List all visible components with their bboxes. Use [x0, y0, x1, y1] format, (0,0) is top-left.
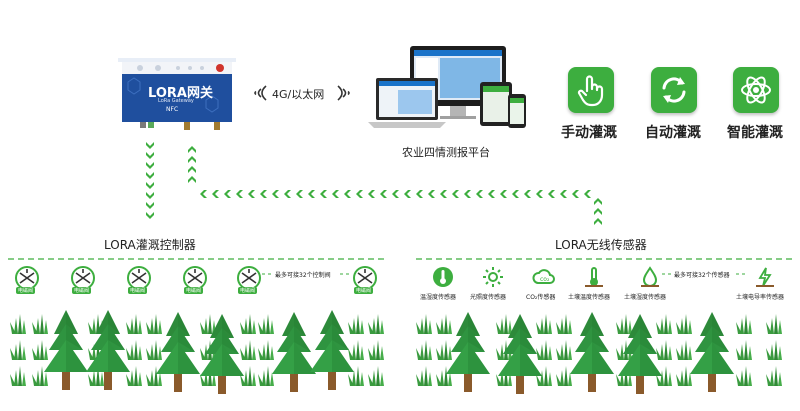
sensor-item: 土壤电导率传感器: [736, 266, 794, 304]
mode-smart-label: 智能灌溉: [727, 125, 783, 141]
sensor-item: 土壤温度传感器: [568, 266, 620, 304]
sensor-item: co₂ CO₂传感器: [524, 266, 564, 304]
sensor-item: 土壤湿度传感器: [624, 266, 676, 304]
soil-moisture-icon: [641, 266, 659, 287]
cycle-arrows-icon: [662, 77, 686, 103]
mode-auto-irrigation: [651, 67, 697, 113]
co2-cloud-icon: co₂: [532, 269, 555, 284]
sensor-to-gateway-arrow: [200, 190, 591, 198]
downlink-arrow: [146, 142, 154, 219]
solenoid-valve: 电磁阀: [352, 265, 378, 294]
solenoid-valve: 电磁阀: [126, 265, 152, 294]
controller-section-label: LORA灌溉控制器: [104, 238, 196, 252]
sensor-item: 光照度传感器: [470, 266, 516, 304]
sensor-uplink-arrow: [594, 198, 602, 225]
valve-icon: [127, 266, 151, 290]
network-link-label: 4G/以太网: [272, 88, 325, 101]
lora-gateway-device: LORA网关 LoRa Gateway NFC: [118, 52, 236, 132]
soil-conductivity-icon: [756, 267, 774, 287]
sensor-item: 温湿度传感器: [420, 266, 466, 304]
mode-manual-label: 手动灌溉: [561, 125, 617, 141]
field-scene: [10, 310, 782, 394]
atom-icon: [741, 76, 771, 104]
controller-max-note: 最多可接32个控制阀: [275, 272, 331, 279]
sensor-section-label: LORA无线传感器: [555, 238, 647, 252]
platform-devices-illustration: [368, 44, 528, 136]
mode-manual-irrigation: [568, 67, 614, 113]
svg-text:co₂: co₂: [540, 276, 550, 283]
hand-pointer-icon: [577, 75, 604, 107]
uplink-arrow: [188, 146, 196, 183]
valve-icon: [353, 266, 377, 290]
mode-auto-label: 自动灌溉: [645, 125, 701, 141]
solenoid-valve: 电磁阀: [70, 265, 96, 294]
sensor-max-note: 最多可接32个传感器: [674, 272, 730, 279]
valve-icon: [71, 266, 95, 290]
sun-icon: [483, 267, 503, 287]
soil-temperature-icon: [585, 267, 603, 287]
wireless-signal-icon: [246, 82, 268, 104]
solenoid-valve: 电磁阀: [236, 265, 262, 294]
solenoid-valve: 电磁阀: [14, 265, 40, 294]
thermometer-icon: [433, 267, 453, 287]
gateway-title: LORA网关: [148, 86, 213, 101]
gateway-subtitle: LoRa Gateway: [158, 98, 194, 104]
gateway-nfc-label: NFC: [166, 106, 179, 113]
wireless-signal-icon: [336, 82, 358, 104]
mode-smart-irrigation: [733, 67, 779, 113]
platform-label: 农业四情测报平台: [402, 146, 490, 159]
solenoid-valve: 电磁阀: [182, 265, 208, 294]
